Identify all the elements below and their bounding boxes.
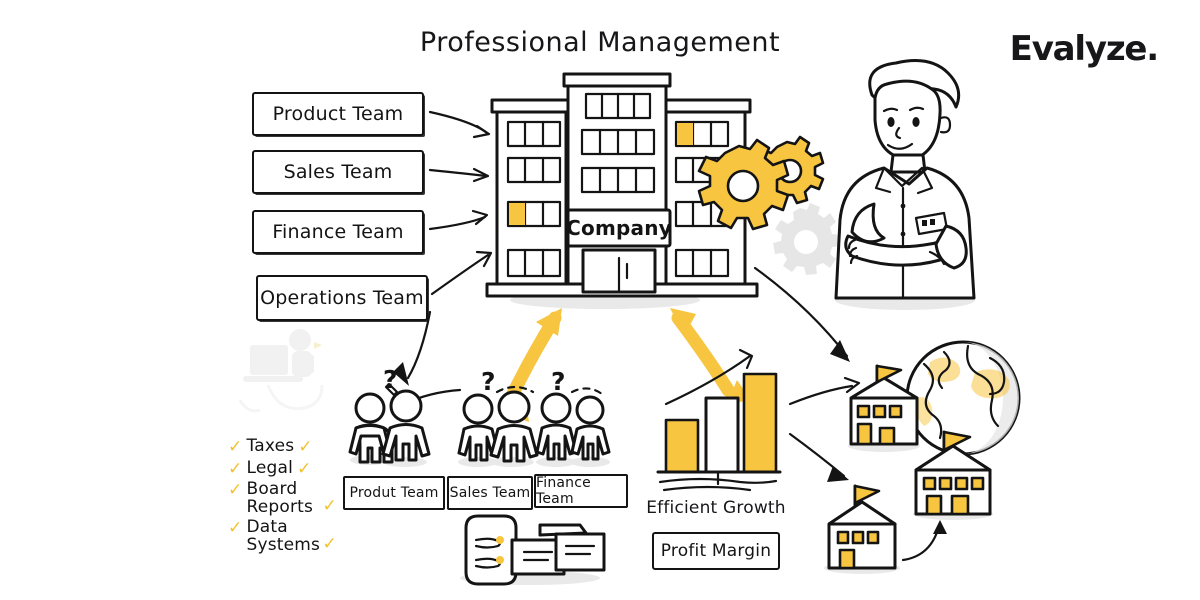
checklist-label: Data Systems — [246, 516, 321, 555]
eye-right — [912, 117, 920, 127]
manager-illustration — [834, 59, 976, 310]
checklist-item: ✓ Data Systems ✓ — [228, 516, 348, 555]
page-title: Professional Management — [419, 27, 781, 58]
team-box-operations[interactable]: Operations Team — [256, 275, 428, 321]
factory-icon-middle — [913, 430, 993, 520]
factory-icon-top — [848, 364, 920, 452]
team-box-product[interactable]: Product Team — [252, 92, 424, 136]
yellow-arrow-growth-to-company — [670, 308, 751, 404]
arrow-operations-to-building — [430, 250, 493, 296]
bottom-team-box-sales[interactable]: Sales Team — [447, 476, 533, 510]
arrow-operations-to-people — [393, 310, 432, 386]
arrow-sales-to-building — [428, 167, 490, 183]
building-windows-center — [580, 92, 656, 194]
check-icon: ✓ — [322, 496, 337, 517]
logo-text: Evalyze — [1009, 29, 1148, 69]
arrow-growth-to-factory-bottom — [788, 432, 849, 482]
growth-bar-chart — [656, 348, 782, 492]
bar-2 — [704, 396, 740, 474]
bottom-team-box-finance[interactable]: Finance Team — [534, 474, 628, 508]
compliance-checklist: ✓ Taxes ✓ ✓ Legal ✓ ✓ Board Reports ✓ ✓ … — [228, 436, 348, 556]
checklist-item: ✓ Board Reports ✓ — [228, 479, 348, 517]
arrow-product-to-building — [428, 110, 491, 139]
bottom-team-box-product[interactable]: Produt Team — [343, 476, 445, 510]
arrow-factory-bottom-to-middle — [901, 520, 947, 562]
company-sign-plate — [566, 208, 672, 248]
bar-1 — [664, 418, 700, 474]
highlight-window-right — [677, 123, 693, 145]
figure-group-left: ? — [348, 365, 431, 467]
check-icon: ✓ — [298, 437, 313, 457]
check-icon: ✓ — [297, 458, 312, 479]
profit-margin-box[interactable]: Profit Margin — [652, 532, 780, 570]
filing-cabinet-icon — [460, 514, 606, 586]
check-icon: ✓ — [228, 458, 243, 479]
factory-icon-bottom — [824, 484, 900, 574]
team-box-sales[interactable]: Sales Team — [252, 150, 424, 194]
checklist-item: ✓ Taxes ✓ — [228, 436, 348, 458]
gear-ghost-icon — [773, 203, 840, 275]
check-icon: ✓ — [322, 533, 337, 554]
highlight-window-left — [509, 203, 525, 225]
checklist-item: ✓ Legal ✓ — [228, 457, 348, 480]
team-box-finance[interactable]: Finance Team — [252, 210, 424, 254]
figure-group-right: ? — [535, 367, 611, 467]
figure-group-middle: ? — [457, 367, 539, 467]
check-icon: ✓ — [228, 480, 243, 501]
checklist-label: Board Reports — [246, 479, 314, 517]
question-mark: ? — [481, 367, 496, 396]
question-mark: ? — [551, 367, 566, 396]
checklist-label: Taxes — [246, 436, 295, 456]
gear-large-icon — [697, 138, 790, 231]
company-sign-label: Company — [566, 216, 672, 240]
arrow-growth-to-factory-top — [788, 376, 861, 406]
check-icon: ✓ — [228, 517, 243, 538]
growth-caption: Efficient Growth — [646, 498, 786, 518]
ghost-desk-watermark — [238, 329, 324, 413]
question-mark: ? — [383, 365, 398, 394]
logo-dot: . — [1146, 29, 1159, 69]
bar-3 — [742, 372, 778, 474]
globe-icon — [905, 340, 1021, 456]
arrow-finance-to-building — [428, 209, 489, 231]
brand-logo: Evalyze. — [1009, 29, 1160, 69]
eye-left — [887, 117, 895, 127]
check-icon: ✓ — [228, 437, 243, 457]
arrow-building-to-expansion — [753, 266, 850, 362]
checklist-label: Legal — [246, 457, 294, 478]
